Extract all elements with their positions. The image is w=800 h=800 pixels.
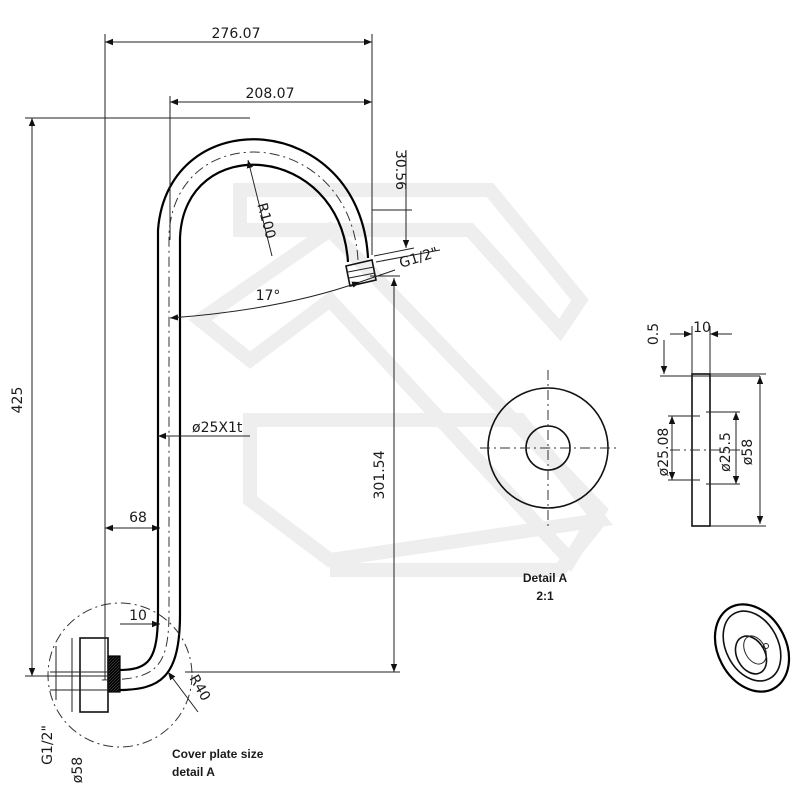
section-thickness-label: 0.5 — [646, 323, 662, 345]
section-width-label: 10 — [693, 320, 711, 336]
dim-inlet-offset-label: 68 — [129, 510, 147, 526]
shower-arm-outline — [99, 138, 370, 692]
dim-inlet-length-label: 10 — [129, 608, 147, 624]
section-inner-diameter-label: ø25.08 — [656, 428, 672, 477]
dim-pipe-spec-label: ø25X1t — [192, 420, 243, 436]
dim-thread-inlet-label: G1/2" — [40, 725, 56, 765]
dim-angle: 17° — [169, 269, 396, 321]
dim-inlet-offset: 68 — [105, 510, 160, 532]
dim-thread-outlet-label: G1/2" — [397, 245, 440, 272]
dim-overall-width-label: 276.07 — [212, 26, 261, 42]
dim-lower-height-label: 301.54 — [372, 450, 388, 499]
section-outer-diameter-label: ø58 — [740, 439, 756, 465]
dim-bend-radius-top: R100 — [246, 159, 278, 257]
dim-bend-radius-bottom: R40 — [167, 671, 214, 713]
detail-title: Detail A — [523, 571, 568, 585]
detail-scale: 2:1 — [536, 589, 554, 603]
dim-arc-width: 208.07 — [169, 86, 372, 240]
dim-bend-radius-bottom-label: R40 — [186, 672, 214, 704]
dim-overall-width: 276.07 — [104, 26, 373, 680]
dim-angle-label: 17° — [256, 288, 281, 304]
dim-height: 425 — [10, 117, 250, 677]
dim-inlet-length: 10 — [120, 608, 160, 628]
cover-plate-isometric — [713, 603, 791, 693]
dim-pipe-spec: ø25X1t — [158, 420, 250, 440]
dim-cover-diameter-label: ø58 — [70, 757, 86, 783]
detail-a-section-view: 10 0.5 ø25.08 ø25.5 ø58 — [646, 320, 766, 527]
outlet-thread — [345, 259, 377, 287]
dim-lower-height: 301.54 — [185, 275, 400, 673]
detail-a-front-view: Detail A 2:1 — [480, 370, 616, 603]
dim-arc-width-label: 208.07 — [246, 86, 295, 102]
inlet-fitting — [50, 637, 121, 713]
dim-height-label: 425 — [10, 387, 26, 414]
cover-plate-line1: Cover plate size — [172, 747, 264, 761]
dim-inlet-diameters: G1/2" ø58 — [40, 638, 86, 783]
cover-plate-line2: detail A — [172, 765, 215, 779]
watermark-logo — [188, 183, 614, 577]
section-mid-diameter-label: ø25.5 — [718, 432, 734, 472]
dim-outlet-offset-label: 30.56 — [392, 150, 408, 190]
dim-outlet-offset: 30.56 — [372, 150, 415, 257]
detail-callout-circle — [47, 602, 193, 748]
cover-plate-note: Cover plate size detail A — [172, 747, 264, 779]
